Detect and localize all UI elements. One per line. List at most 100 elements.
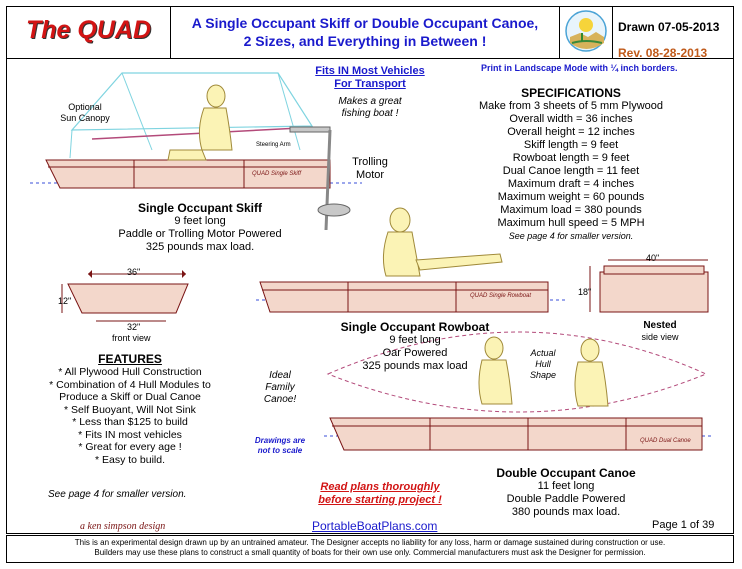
designer-credit: a ken simpson design bbox=[80, 521, 166, 532]
spec-line: Dual Canoe length = 11 feet bbox=[502, 165, 640, 177]
trolling-line-1: Trolling bbox=[352, 156, 388, 168]
header-divider bbox=[6, 58, 734, 59]
trolling-motor-label: Trolling Motor bbox=[340, 156, 400, 182]
features-title: FEATURES bbox=[98, 352, 162, 366]
actual-line-1: Actual bbox=[530, 348, 556, 358]
feature-line: * Fits IN most vehicles bbox=[78, 428, 182, 441]
drawings-line-1: Drawings are bbox=[254, 436, 306, 445]
skiff-title: Single Occupant Skiff bbox=[137, 201, 263, 215]
drawings-line-2: not to scale bbox=[257, 446, 303, 455]
drawings-scale-note: Drawings are not to scale bbox=[248, 436, 312, 456]
spec-line: Maximum load = 380 pounds bbox=[500, 204, 642, 216]
canopy-line-1: Optional bbox=[68, 102, 102, 112]
feature-line: Produce a Skiff or Dual Canoe bbox=[59, 391, 201, 403]
disclaimer-line-2: Builders may use these plans to construc… bbox=[94, 548, 646, 557]
fits-line-2: For Transport bbox=[334, 78, 406, 90]
specifications: SPECIFICATIONS Make from 3 sheets of 5 m… bbox=[470, 86, 672, 243]
website-link[interactable]: PortableBoatPlans.com bbox=[312, 519, 438, 533]
fits-line-1: Fits IN Most Vehicles bbox=[315, 65, 425, 77]
nested-height-label: 18" bbox=[578, 287, 592, 297]
spec-line: Maximum weight = 60 pounds bbox=[497, 191, 645, 203]
spec-line: Rowboat length = 9 feet bbox=[512, 152, 630, 164]
steering-arm-label: Steering Arm bbox=[256, 142, 291, 148]
canoe-line: 380 pounds max load. bbox=[511, 506, 621, 518]
actual-hull-note: Actual Hull Shape bbox=[518, 348, 568, 381]
spec-line: Maximum draft = 4 inches bbox=[507, 178, 635, 190]
canoe-description: Double Occupant Canoe 11 feet long Doubl… bbox=[466, 467, 666, 519]
canoe-line: Double Paddle Powered bbox=[506, 493, 626, 505]
read-line-1: Read plans thoroughly bbox=[320, 481, 440, 493]
actual-line-2: Hull bbox=[535, 359, 551, 369]
print-mode-note: Print in Landscape Mode with ¼ inch bord… bbox=[481, 63, 678, 73]
page-border bbox=[6, 6, 734, 534]
nested-drawing bbox=[589, 259, 709, 313]
skiff-hull-drawing bbox=[30, 84, 362, 231]
rowboat-line: 9 feet long bbox=[389, 334, 441, 346]
subtitle-line-2: 2 Sizes, and Everything in Between ! bbox=[243, 33, 487, 49]
revision-date: Rev. 08-28-2013 bbox=[618, 46, 708, 60]
canoe-drawing bbox=[324, 331, 714, 451]
family-line-2: Family bbox=[265, 382, 295, 393]
nested-caption: Nested side view bbox=[630, 320, 690, 343]
read-line-2: before starting project ! bbox=[318, 494, 442, 506]
trolling-line-2: Motor bbox=[355, 169, 385, 181]
front-view-label: front view bbox=[112, 333, 151, 343]
subtitle-line-1: A Single Occupant Skiff or Double Occupa… bbox=[191, 15, 539, 31]
spec-line: Maximum hull speed = 5 MPH bbox=[497, 217, 645, 229]
skiff-line: Paddle or Trolling Motor Powered bbox=[118, 228, 282, 240]
drawing-dates: Drawn 07-05-2013 Rev. 08-28-2013 bbox=[618, 14, 719, 66]
page-number: Page 1 of 39 bbox=[652, 519, 715, 531]
read-plans-note: Read plans thoroughly before starting pr… bbox=[290, 481, 470, 507]
feature-line: * Less than $125 to build bbox=[72, 416, 188, 428]
spec-line: Overall width = 36 inches bbox=[509, 113, 633, 125]
nested-title: Nested bbox=[643, 320, 677, 331]
canoe-line: 11 feet long bbox=[537, 480, 595, 492]
spec-note: See page 4 for smaller version. bbox=[508, 231, 634, 241]
feature-line: * All Plywood Hull Construction bbox=[58, 366, 202, 378]
page-title: The QUAD bbox=[26, 16, 151, 44]
canoe-hull-label: QUAD Dual Canoe bbox=[640, 438, 691, 444]
front-view-drawing bbox=[61, 270, 189, 322]
side-view-label: side view bbox=[641, 332, 679, 342]
sun-logo-icon bbox=[565, 10, 607, 52]
skiff-line: 9 feet long bbox=[174, 215, 226, 227]
rowboat-line: 325 pounds max load bbox=[362, 360, 468, 372]
feature-line: * Great for every age ! bbox=[78, 441, 182, 453]
canopy-line-2: Sun Canopy bbox=[60, 113, 110, 123]
skiff-description: Single Occupant Skiff 9 feet long Paddle… bbox=[100, 202, 300, 254]
rowboat-description: Single Occupant Rowboat 9 feet long Oar … bbox=[315, 321, 515, 373]
features: FEATURES * All Plywood Hull Construction… bbox=[30, 352, 230, 466]
actual-line-3: Shape bbox=[529, 370, 557, 380]
page-subtitle: A Single Occupant Skiff or Double Occupa… bbox=[176, 14, 554, 50]
spec-line: Skiff length = 9 feet bbox=[523, 139, 619, 151]
canoe-title: Double Occupant Canoe bbox=[496, 466, 636, 480]
drawn-date: Drawn 07-05-2013 bbox=[618, 20, 720, 34]
fits-note: Fits IN Most Vehicles For Transport bbox=[296, 65, 444, 91]
skiff-hull-label: QUAD Single Skiff bbox=[252, 171, 302, 177]
family-line-1: Ideal bbox=[269, 370, 291, 381]
sun-canopy-label: Optional Sun Canopy bbox=[50, 102, 120, 124]
width-bottom-label: 32" bbox=[127, 322, 141, 332]
spec-line: Make from 3 sheets of 5 mm Plywood bbox=[478, 100, 663, 112]
rowboat-drawing bbox=[256, 207, 566, 313]
rowboat-line: Oar Powered bbox=[382, 347, 448, 359]
fishing-line-2: fishing boat ! bbox=[341, 108, 399, 119]
rowboat-hull-label: QUAD Single Rowboat bbox=[470, 293, 532, 299]
fishing-note: Makes a great fishing boat ! bbox=[310, 96, 430, 120]
family-line-3: Canoe! bbox=[263, 394, 297, 405]
skiff-line: 325 pounds max load. bbox=[145, 241, 255, 253]
header-divider-left bbox=[170, 6, 171, 58]
feature-line: * Combination of 4 Hull Modules to bbox=[49, 378, 211, 391]
disclaimer: This is an experimental design drawn up … bbox=[10, 538, 730, 558]
fishing-line-1: Makes a great bbox=[338, 96, 402, 107]
height-left-label: 12" bbox=[58, 296, 72, 306]
spec-line: Overall height = 12 inches bbox=[507, 126, 635, 138]
nested-width-label: 40" bbox=[646, 253, 660, 263]
sun-canopy-drawing bbox=[69, 72, 314, 159]
features-note: See page 4 for smaller version. bbox=[48, 489, 187, 500]
feature-line: * Easy to build. bbox=[94, 453, 166, 466]
width-top-label: 36" bbox=[127, 267, 141, 277]
disclaimer-box bbox=[6, 535, 734, 563]
header-divider-mid bbox=[559, 6, 560, 58]
